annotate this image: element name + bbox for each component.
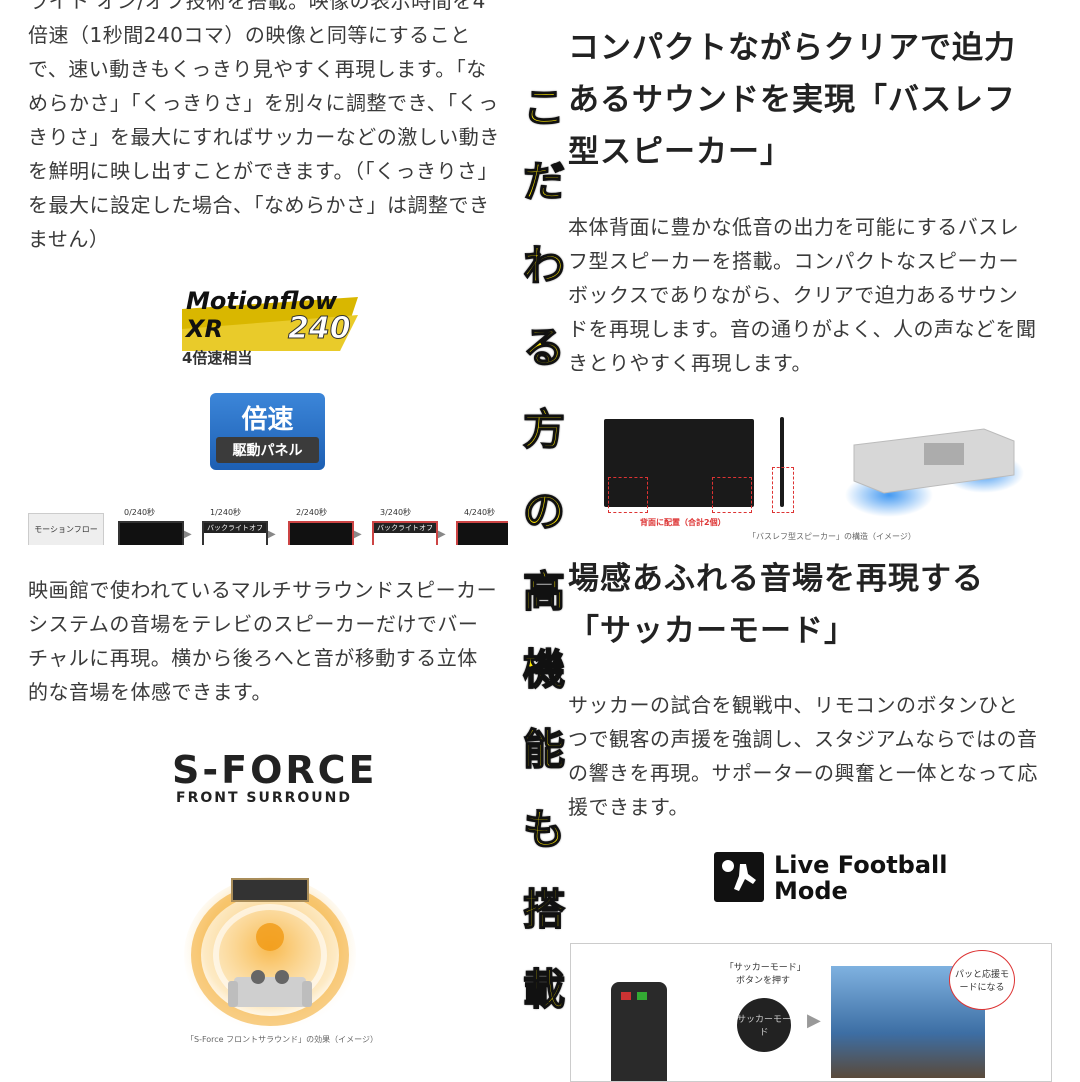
frame-thumbnail [288,521,354,545]
frame-time: 0/240秒 [124,508,156,517]
vertical-title-char: 機 [522,644,566,695]
press-button-callout: 「サッカーモード」ボタンを押す [724,963,802,986]
frame-thumbnail [118,521,184,545]
vertical-title-char: こ [522,82,566,133]
bass-reflex-heading: コンパクトながらクリアで迫力あるサウンドを実現「バスレフ型スピーカー」 [568,30,1016,170]
frame-tag: バックライトオフ [374,523,436,533]
motionflow-badge-graphic [182,297,358,351]
frame-time: 1/240秒 [210,508,242,517]
vertical-title-char: わ [522,240,566,291]
soccer-mode-description: サッカーの試合を観戦中、リモコンのボタンひとつで観客の声援を強調し、スタジアムな… [568,693,1038,819]
vertical-title-char: る [522,322,566,373]
vertical-title-char: だ [522,156,566,207]
speaker-marker [608,477,648,513]
badge-main-text: 倍速 [241,405,294,435]
soccer-mode-key: サッカーモード [737,998,791,1052]
tv-side-image [780,417,784,507]
vertical-title-char: 能 [522,724,566,775]
live-football-text: Live Football Mode [774,852,948,904]
speaker-box-graphic [845,428,1024,517]
sforce-logo-sub: FRONT SURROUND [176,790,353,806]
motionflow-logo-text: Motionflow XR [186,287,338,343]
sforce-logo: S-FORCE [172,748,378,792]
vertical-title-char: 載 [522,964,566,1015]
strip-label: モーションフロー [28,513,104,545]
arrow-icon: ▶ [184,529,192,540]
arrow-icon: ▶ [354,529,362,540]
frame-time: 2/240秒 [296,508,328,517]
bass-reflex-description: 本体背面に豊かな低音の出力を可能にするバスレフ型スピーカーを搭載。コンパクトなス… [568,215,1037,375]
arrow-icon: ▶ [438,529,446,540]
arrow-icon: ▶ [268,529,276,540]
sforce-caption: 「S-Force フロントサラウンド」の効果（イメージ） [186,1035,378,1044]
vertical-title-char: 高 [522,566,566,617]
bass-reflex-illustration: 背面に配置（合計2個） 「バスレフ型スピーカー」の構造（イメージ） [568,405,1038,545]
frame-time: 4/240秒 [464,508,496,517]
double-speed-badge: 倍速 駆動パネル [210,393,325,470]
soccer-mode-heading-line1: 場感あふれる音場を再現する [568,561,984,597]
tv-rear-image [604,419,754,507]
arrow-icon: ▶ [807,1010,821,1031]
surround-illustration [180,865,360,1035]
vertical-title-char: 方 [522,404,566,455]
frame-thumbnail [456,521,508,545]
motion-frame-strip: モーションフロー 0/240秒 ▶ 1/240秒 バックライトオフ ▶ 2/24… [28,505,508,545]
mode-change-bubble: パッと応援モードになる [949,950,1015,1010]
placement-label: 背面に配置（合計2個） [640,518,726,527]
kicker-glyph [722,860,756,891]
sforce-description: 映画館で使われているマルチサラウンドスピーカーシステムの音場をテレビのスピーカー… [28,578,498,704]
football-icon [714,852,764,902]
live-football-line1: Live Football [774,851,948,879]
frame-time: 3/240秒 [380,508,412,517]
vertical-title-char: の [522,486,566,537]
motionflow-description: ライト オン/オフ技術を搭載。映像の表示時間を4倍速（1秒間240コマ）の映像と… [28,0,500,251]
soccer-mode-heading-line2: 「サッカーモード」 [568,613,856,649]
vertical-title-char: も [522,804,566,855]
frame-tag: バックライトオフ [204,523,266,533]
live-football-line2: Mode [774,877,848,905]
soccer-mode-panel: 「サッカーモード」ボタンを押す サッカーモード ▶ パッと応援モードになる [570,943,1052,1082]
speaker-marker [772,467,794,513]
motionflow-subtitle: 4倍速相当 [182,349,253,367]
vertical-title-char: 搭 [522,884,566,935]
badge-sub-text: 駆動パネル [232,443,303,459]
motionflow-number: 240 [288,311,352,347]
surround-graphic [184,877,356,1033]
speaker-marker [712,477,752,513]
bass-reflex-caption: 「バスレフ型スピーカー」の構造（イメージ） [748,532,916,541]
motionflow-logo: Motionflow XR 240 4倍速相当 [180,285,360,375]
